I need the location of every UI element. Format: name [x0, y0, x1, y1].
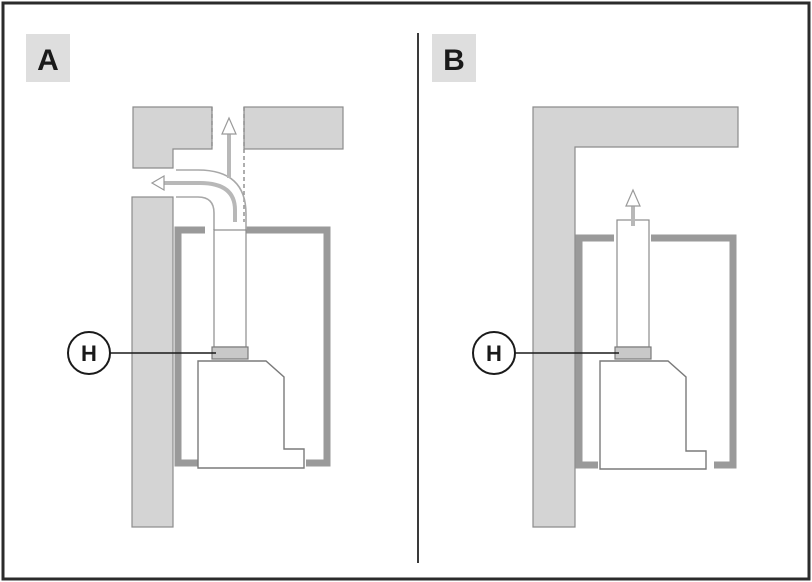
flue-pipe	[213, 229, 247, 348]
air-duct-curve	[176, 169, 247, 230]
panel-a: A H	[26, 34, 344, 528]
pipe-collar	[614, 346, 652, 360]
callout-circle-a	[67, 331, 111, 375]
callout-label-a: H	[81, 341, 97, 366]
airflow-arrow-up-head	[625, 188, 641, 207]
pipe-collar	[211, 346, 249, 360]
airflow-arrow-curved-head	[150, 174, 165, 192]
enclosure	[575, 234, 737, 469]
stove-body	[197, 360, 305, 469]
panel-a-letter: A	[37, 44, 59, 77]
airflow-arrow-curved	[162, 181, 237, 222]
ceiling-wall-l	[532, 106, 739, 528]
callout-label-b: H	[486, 341, 502, 366]
panel-b-letter: B	[443, 44, 465, 77]
wall	[131, 196, 174, 528]
flue-pipe	[616, 219, 650, 348]
air-duct-curve-inner	[176, 196, 215, 230]
panel-b: B H	[432, 34, 739, 528]
panel-a-label: A	[26, 34, 70, 82]
ceiling-right	[243, 106, 344, 150]
enclosure	[174, 226, 331, 467]
callout-circle-b	[472, 331, 516, 375]
stove-body	[599, 360, 707, 470]
panel-b-label: B	[432, 34, 476, 82]
airflow-arrow-up-head	[221, 116, 237, 135]
